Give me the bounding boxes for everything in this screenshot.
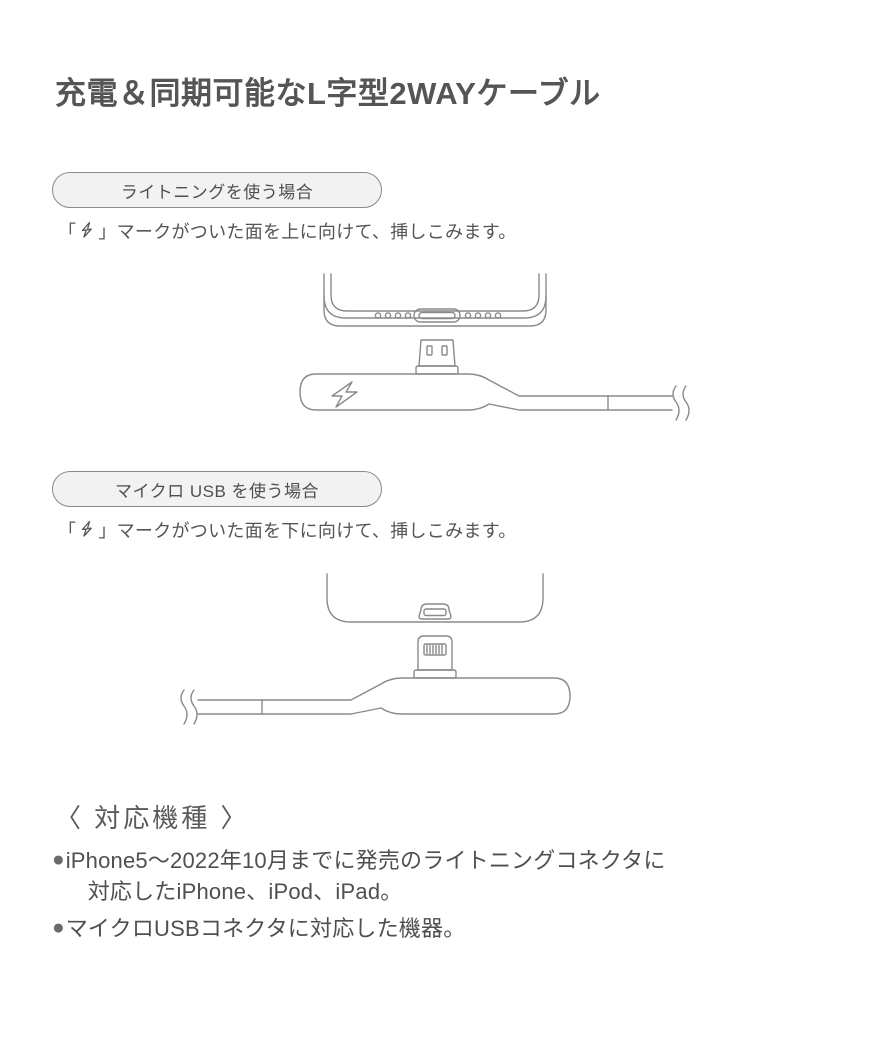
phone-inner-edge bbox=[330, 273, 540, 312]
phone-charging-port bbox=[413, 308, 461, 323]
connector-body bbox=[299, 373, 609, 411]
section-2-desc-before: 「 bbox=[58, 521, 77, 541]
lightning-plug bbox=[413, 635, 457, 679]
lightning-insert-diagram bbox=[0, 570, 870, 735]
speaker-dots-left bbox=[374, 312, 412, 319]
compatibility-list: ● iPhone5〜2022年10月までに発売のライトニングコネクタに対応したi… bbox=[52, 845, 842, 950]
section-1-desc-after: 」マークがついた面を上に向けて、挿しこみます。 bbox=[98, 222, 517, 242]
phone-micro-usb-port bbox=[418, 603, 452, 620]
section-1-pill: ライトニングを使う場合 bbox=[52, 172, 382, 208]
section-2-pill: マイクロ USB を使う場合 bbox=[52, 471, 382, 507]
section-2-pill-label: マイクロ USB を使う場合 bbox=[114, 481, 320, 501]
phone-bottom-face bbox=[323, 295, 547, 327]
list-bullet: ● bbox=[52, 848, 65, 871]
micro-usb-plug bbox=[415, 339, 459, 375]
cable-break-symbol bbox=[180, 689, 198, 725]
list-bullet: ● bbox=[52, 916, 65, 939]
compatibility-heading: 〈 対応機種 〉 bbox=[55, 803, 250, 833]
cable bbox=[607, 395, 673, 411]
compatibility-item-text: iPhone5〜2022年10月までに発売のライトニングコネクタに対応したiPh… bbox=[66, 845, 666, 907]
section-1-pill-label: ライトニングを使う場合 bbox=[120, 182, 314, 202]
section-1-description: 「 」マークがついた面を上に向けて、挿しこみます。 bbox=[58, 218, 517, 245]
list-item: ● iPhone5〜2022年10月までに発売のライトニングコネクタに対応したi… bbox=[52, 845, 842, 907]
connector-lightning-bolt-icon bbox=[331, 381, 358, 408]
lightning-bolt-icon bbox=[77, 220, 97, 245]
cable bbox=[197, 699, 263, 715]
compatibility-item-text: マイクロUSBコネクタに対応した機器。 bbox=[66, 913, 466, 944]
section-2-description: 「 」マークがついた面を下に向けて、挿しこみます。 bbox=[58, 517, 517, 544]
section-2-desc-after: 」マークがついた面を下に向けて、挿しこみます。 bbox=[98, 521, 517, 541]
lightning-bolt-icon bbox=[77, 519, 97, 544]
compatibility-item-line2: 対応したiPhone、iPod、iPad。 bbox=[87, 879, 403, 904]
connector-body bbox=[261, 677, 571, 715]
cable-break-symbol bbox=[672, 385, 690, 421]
section-1-desc-before: 「 bbox=[58, 222, 77, 242]
speaker-dots-right bbox=[464, 312, 502, 319]
page-title: 充電＆同期可能なL字型2WAYケーブル bbox=[55, 76, 601, 111]
compatibility-item-line1: iPhone5〜2022年10月までに発売のライトニングコネクタに bbox=[65, 848, 666, 873]
phone-outline bbox=[326, 573, 544, 623]
compatibility-item-line1: マイクロUSBコネクタに対応した機器。 bbox=[65, 916, 466, 941]
micro-usb-insert-diagram bbox=[0, 270, 870, 435]
list-item: ● マイクロUSBコネクタに対応した機器。 bbox=[52, 913, 842, 944]
